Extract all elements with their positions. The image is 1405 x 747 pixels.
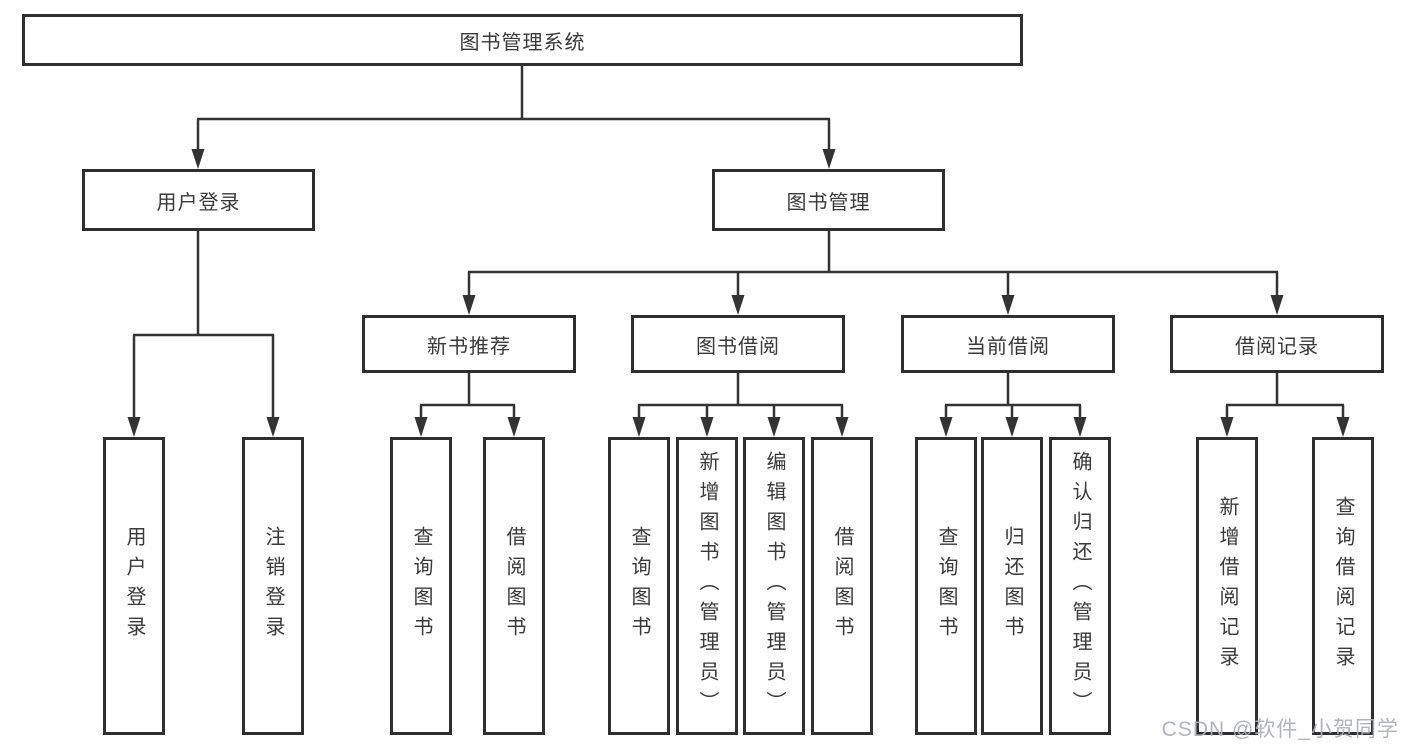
connector-records [1220, 373, 1350, 437]
leaf-records-add-record-label: 新增借阅记录 [1216, 496, 1238, 676]
leaf-current-query-books-label: 查询图书 [935, 526, 957, 646]
leaf-borrow-query-books: 查询图书 [608, 437, 670, 735]
leaf-current-confirm-return-admin-label: 确认归还（管理员） [1069, 451, 1091, 721]
node-book-borrow: 图书借阅 [631, 315, 845, 373]
leaf-borrow-edit-books-admin: 编辑图书（管理员） [743, 437, 805, 735]
node-user-login-label: 用户登录 [156, 191, 241, 214]
leaf-logout-label: 注销登录 [262, 526, 284, 646]
leaf-borrow-borrow-books: 借阅图书 [811, 437, 873, 735]
node-new-book-recommend-label: 新书推荐 [427, 335, 511, 358]
leaf-borrow-add-books-admin: 新增图书（管理员） [676, 437, 738, 735]
leaf-borrow-borrow-books-label: 借阅图书 [831, 526, 853, 646]
connector-root-to-level2 [191, 66, 836, 169]
leaf-records-query-record-label: 查询借阅记录 [1332, 496, 1354, 676]
leaf-current-return-books-label: 归还图书 [1001, 526, 1023, 646]
node-user-login: 用户登录 [82, 169, 315, 231]
connector-new-book [414, 373, 521, 437]
node-root: 图书管理系统 [22, 14, 1023, 66]
leaf-user-login-label: 用户登录 [123, 526, 145, 646]
node-borrow-records-label: 借阅记录 [1235, 335, 1319, 358]
node-book-borrow-label: 图书借阅 [696, 335, 780, 358]
leaf-current-confirm-return-admin: 确认归还（管理员） [1049, 437, 1111, 735]
leaf-logout: 注销登录 [242, 437, 304, 735]
connector-borrow [632, 373, 849, 437]
leaf-newbook-borrow-books: 借阅图书 [483, 437, 545, 735]
leaf-current-query-books: 查询图书 [915, 437, 977, 735]
node-root-label: 图书管理系统 [459, 31, 586, 54]
leaf-newbook-query-books-label: 查询图书 [410, 526, 432, 646]
leaf-borrow-add-books-admin-label: 新增图书（管理员） [696, 451, 718, 721]
node-book-management-label: 图书管理 [786, 191, 871, 214]
node-borrow-records: 借阅记录 [1170, 315, 1384, 373]
node-current-borrow-label: 当前借阅 [966, 335, 1050, 358]
leaf-records-add-record: 新增借阅记录 [1196, 437, 1258, 735]
node-book-management: 图书管理 [712, 169, 945, 231]
connector-book-management [462, 231, 1284, 315]
connector-user-login [127, 231, 280, 437]
leaf-records-query-record: 查询借阅记录 [1312, 437, 1374, 735]
leaf-newbook-borrow-books-label: 借阅图书 [503, 526, 525, 646]
leaf-current-return-books: 归还图书 [981, 437, 1043, 735]
leaf-borrow-edit-books-admin-label: 编辑图书（管理员） [763, 451, 785, 721]
leaf-newbook-query-books: 查询图书 [390, 437, 452, 735]
leaf-borrow-query-books-label: 查询图书 [628, 526, 650, 646]
node-current-borrow: 当前借阅 [901, 315, 1115, 373]
node-new-book-recommend: 新书推荐 [362, 315, 576, 373]
leaf-user-login: 用户登录 [103, 437, 165, 735]
csdn-watermark: CSDN @软件_小贺同学 [1161, 718, 1399, 741]
connector-current [939, 373, 1087, 437]
